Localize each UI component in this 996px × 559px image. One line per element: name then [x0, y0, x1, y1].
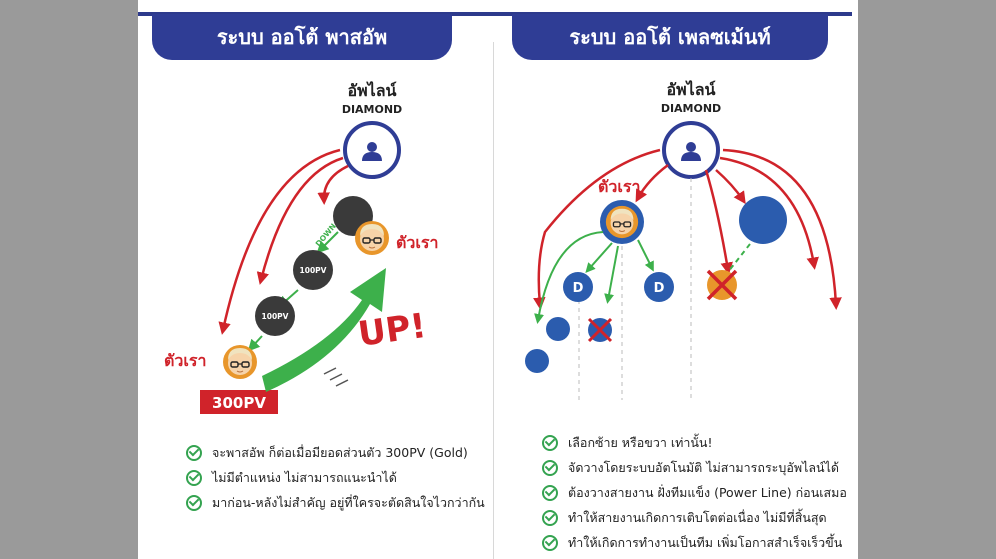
right-d-node-1 [563, 272, 593, 302]
right-green-arrow-cross [604, 245, 619, 304]
right-checklist-item: ทำให้สายงานเกิดการเติบโตต่อเนื่อง ไม่มีท… [542, 505, 847, 530]
right-checklist-item: ต้องวางสายงาน ฝั่งทีมแข็ง (Power Line) ก… [542, 480, 847, 505]
check-icon [542, 509, 558, 526]
right-checklist: เลือกซ้าย หรือขวา เท่านั้น! จัดวางโดยระบ… [542, 430, 847, 555]
left-red-arrow-inner [317, 164, 349, 205]
check-icon [186, 469, 202, 486]
right-d-node-1-label: D [573, 281, 584, 296]
right-green-arrow-far [534, 231, 604, 324]
right-red-arrow-far-left [533, 148, 661, 310]
left-node-100pv-2 [255, 296, 295, 336]
left-up-text: UP! [356, 306, 429, 355]
left-red-arrow-middle [256, 156, 344, 285]
left-up-arrow [262, 268, 386, 392]
right-green-dashed-arrow [727, 243, 751, 273]
left-checklist-item: มาก่อน-หลังไม่สำคัญ อยู่ที่ใครจะตัดสินใจ… [186, 490, 485, 515]
right-red-arrow-mid-right [719, 156, 819, 270]
left-upline-node [343, 121, 401, 179]
left-title: ระบบ ออโต้ พาสอัพ [216, 25, 388, 49]
left-checklist: จะพาสอัพ ก็ต่อเมื่อมียอดส่วนตัว 300PV (G… [186, 440, 485, 515]
infographic-page: ระบบ ออโต้ พาสอัพ ระบบ ออโต้ เพลซเม้นท์ [138, 0, 858, 559]
left-down-arrow-1 [316, 231, 339, 254]
left-red-arrow-outer [218, 148, 341, 335]
right-small-node-far [525, 349, 549, 373]
right-red-arrow-cross [704, 169, 733, 275]
right-title-banner: ระบบ ออโต้ เพลซเม้นท์ [512, 14, 828, 60]
left-pv-badge [200, 390, 278, 414]
check-icon [542, 484, 558, 501]
left-node-100pv-2-label: 100PV [262, 312, 289, 321]
right-d-node-2 [644, 272, 674, 302]
right-d-node-2-label: D [654, 281, 665, 296]
right-checklist-item: จัดวางโดยระบบอัตโนมัติ ไม่สามารถระบุอัพไ… [542, 455, 847, 480]
right-red-arrow-right [715, 169, 746, 205]
right-red-arrow-far-right [722, 148, 842, 310]
check-icon [542, 534, 558, 551]
left-self-node-bottom [222, 344, 258, 380]
left-checklist-item: ไม่มีตำแหน่ง ไม่สามารถแนะนำได้ [186, 465, 485, 490]
left-upline-label: อัพไลน์ [348, 81, 397, 100]
right-crossed-node-right [706, 269, 738, 301]
right-self-node [600, 200, 644, 244]
left-self-node-top [354, 220, 390, 256]
check-icon [186, 444, 202, 461]
left-self-label-bottom: ตัวเรา [164, 351, 206, 370]
right-crossed-node-left [587, 317, 613, 343]
right-node-large [739, 196, 787, 244]
right-title: ระบบ ออโต้ เพลซเม้นท์ [569, 25, 771, 49]
check-icon [542, 434, 558, 451]
right-checklist-item: เลือกซ้าย หรือขวา เท่านั้น! [542, 430, 847, 455]
left-node-100pv-1 [293, 250, 333, 290]
left-pv-badge-label: 300PV [212, 394, 266, 412]
left-checklist-item: จะพาสอัพ ก็ต่อเมื่อมียอดส่วนตัว 300PV (G… [186, 440, 485, 465]
left-node-100pv-1-label: 100PV [300, 266, 327, 275]
center-divider [493, 42, 494, 559]
check-icon [542, 459, 558, 476]
left-down-arrow-3 [247, 335, 263, 352]
right-upline-node [662, 121, 720, 179]
right-red-arrow-self [635, 164, 669, 203]
left-motion-lines [323, 367, 349, 387]
left-title-banner: ระบบ ออโต้ พาสอัพ [152, 14, 452, 60]
right-small-node [546, 317, 570, 341]
placement-diagram: อัพไลน์ DIAMOND DOWN 100PV 100PV ตัวเรา … [164, 80, 842, 414]
check-icon [186, 494, 202, 511]
right-checklist-item: ทำให้เกิดการทำงานเป็นทีม เพิ่มโอกาสสำเร็… [542, 530, 847, 555]
right-self-label: ตัวเรา [598, 177, 640, 196]
right-rank-label: DIAMOND [661, 102, 721, 115]
left-self-label-top: ตัวเรา [396, 233, 438, 252]
right-upline-label: อัพไลน์ [667, 80, 716, 99]
right-green-arrow-d2 [637, 239, 654, 272]
right-green-arrow-d1 [585, 242, 613, 273]
left-rank-label: DIAMOND [342, 103, 402, 116]
top-rule [138, 12, 852, 16]
